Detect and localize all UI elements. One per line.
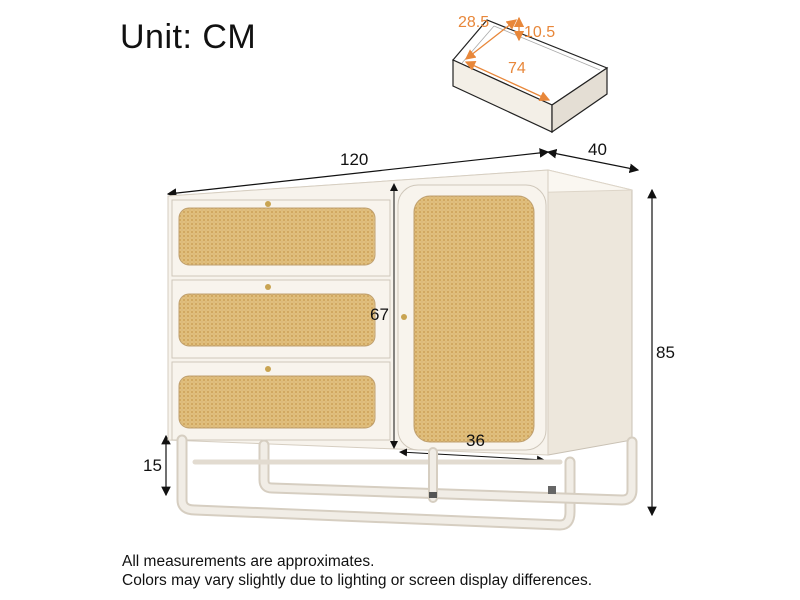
drawer-length-line (464, 61, 551, 101)
height-label: 85 (656, 343, 675, 362)
door-width-label: 36 (466, 431, 485, 450)
depth-label: 40 (588, 140, 607, 159)
door-width-line (399, 448, 545, 464)
drawer-depth-line (464, 19, 518, 60)
drawer-3 (171, 361, 391, 441)
door-knob (401, 314, 407, 320)
drawer-1 (171, 199, 391, 277)
unit-title: Unit: CM (120, 18, 257, 56)
drawer-depth-label: 28.5 (458, 14, 489, 31)
metal-base (176, 434, 638, 531)
drawer-2-knob (265, 284, 271, 290)
drawer-1-knob (265, 201, 271, 207)
leg-height-label: 15 (143, 456, 162, 475)
width-line (166, 148, 550, 198)
drawer-length-label: 74 (508, 60, 526, 77)
cabinet-door (397, 184, 547, 451)
overall-dimensions: 120 40 85 15 (143, 140, 675, 517)
note-approximate: All measurements are approximates. (122, 553, 375, 570)
drawer-height-label: 10.5 (524, 24, 555, 41)
note-colors: Colors may vary slightly due to lighting… (122, 572, 593, 589)
depth-line (546, 148, 640, 174)
drawer-inset: 28.5 10.5 74 (452, 14, 609, 134)
drawer-3-knob (265, 366, 271, 372)
width-label: 120 (340, 150, 368, 169)
drawer-2 (171, 279, 391, 359)
dresser: 67 36 (167, 169, 638, 531)
door-height-label: 67 (370, 305, 389, 324)
